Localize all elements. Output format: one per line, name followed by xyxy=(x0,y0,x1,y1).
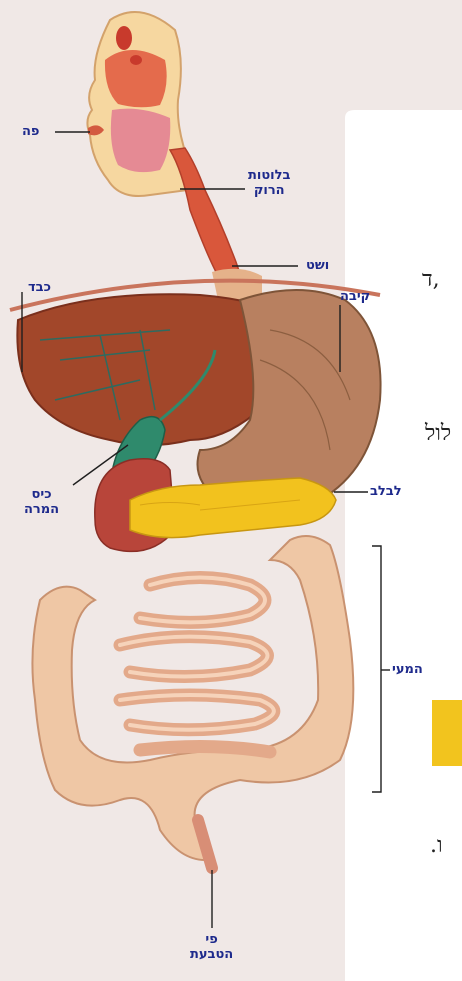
label-liver: כבד xyxy=(28,280,51,295)
head xyxy=(87,12,192,196)
text-fragment-1: ד, xyxy=(422,266,440,292)
label-mouth: פה xyxy=(22,124,39,139)
label-anus: פי הטבעת xyxy=(190,932,233,962)
label-esophagus: ושט xyxy=(306,258,329,273)
label-intestines: המעי xyxy=(392,662,423,677)
rectum xyxy=(198,820,212,868)
label-anus-line2: הטבעת xyxy=(190,947,233,962)
text-fragment-2: לול xyxy=(425,420,451,446)
label-gallbladder-line2: המרה xyxy=(24,502,59,517)
highlight-box xyxy=(432,700,462,766)
label-anus-line1: פי xyxy=(190,932,233,947)
label-salivary-glands: בלוטות הרוק xyxy=(248,168,290,198)
text-fragment-3: .ו xyxy=(430,832,443,858)
label-pancreas: לבלב xyxy=(370,484,402,499)
label-gallbladder: כיס המרה xyxy=(24,487,59,517)
label-salivary-glands-line1: בלוטות xyxy=(248,168,290,183)
label-salivary-glands-line2: הרוק xyxy=(248,183,290,198)
text-panel xyxy=(345,110,462,981)
label-gallbladder-line1: כיס xyxy=(24,487,59,502)
label-stomach: קיבה xyxy=(340,289,370,304)
